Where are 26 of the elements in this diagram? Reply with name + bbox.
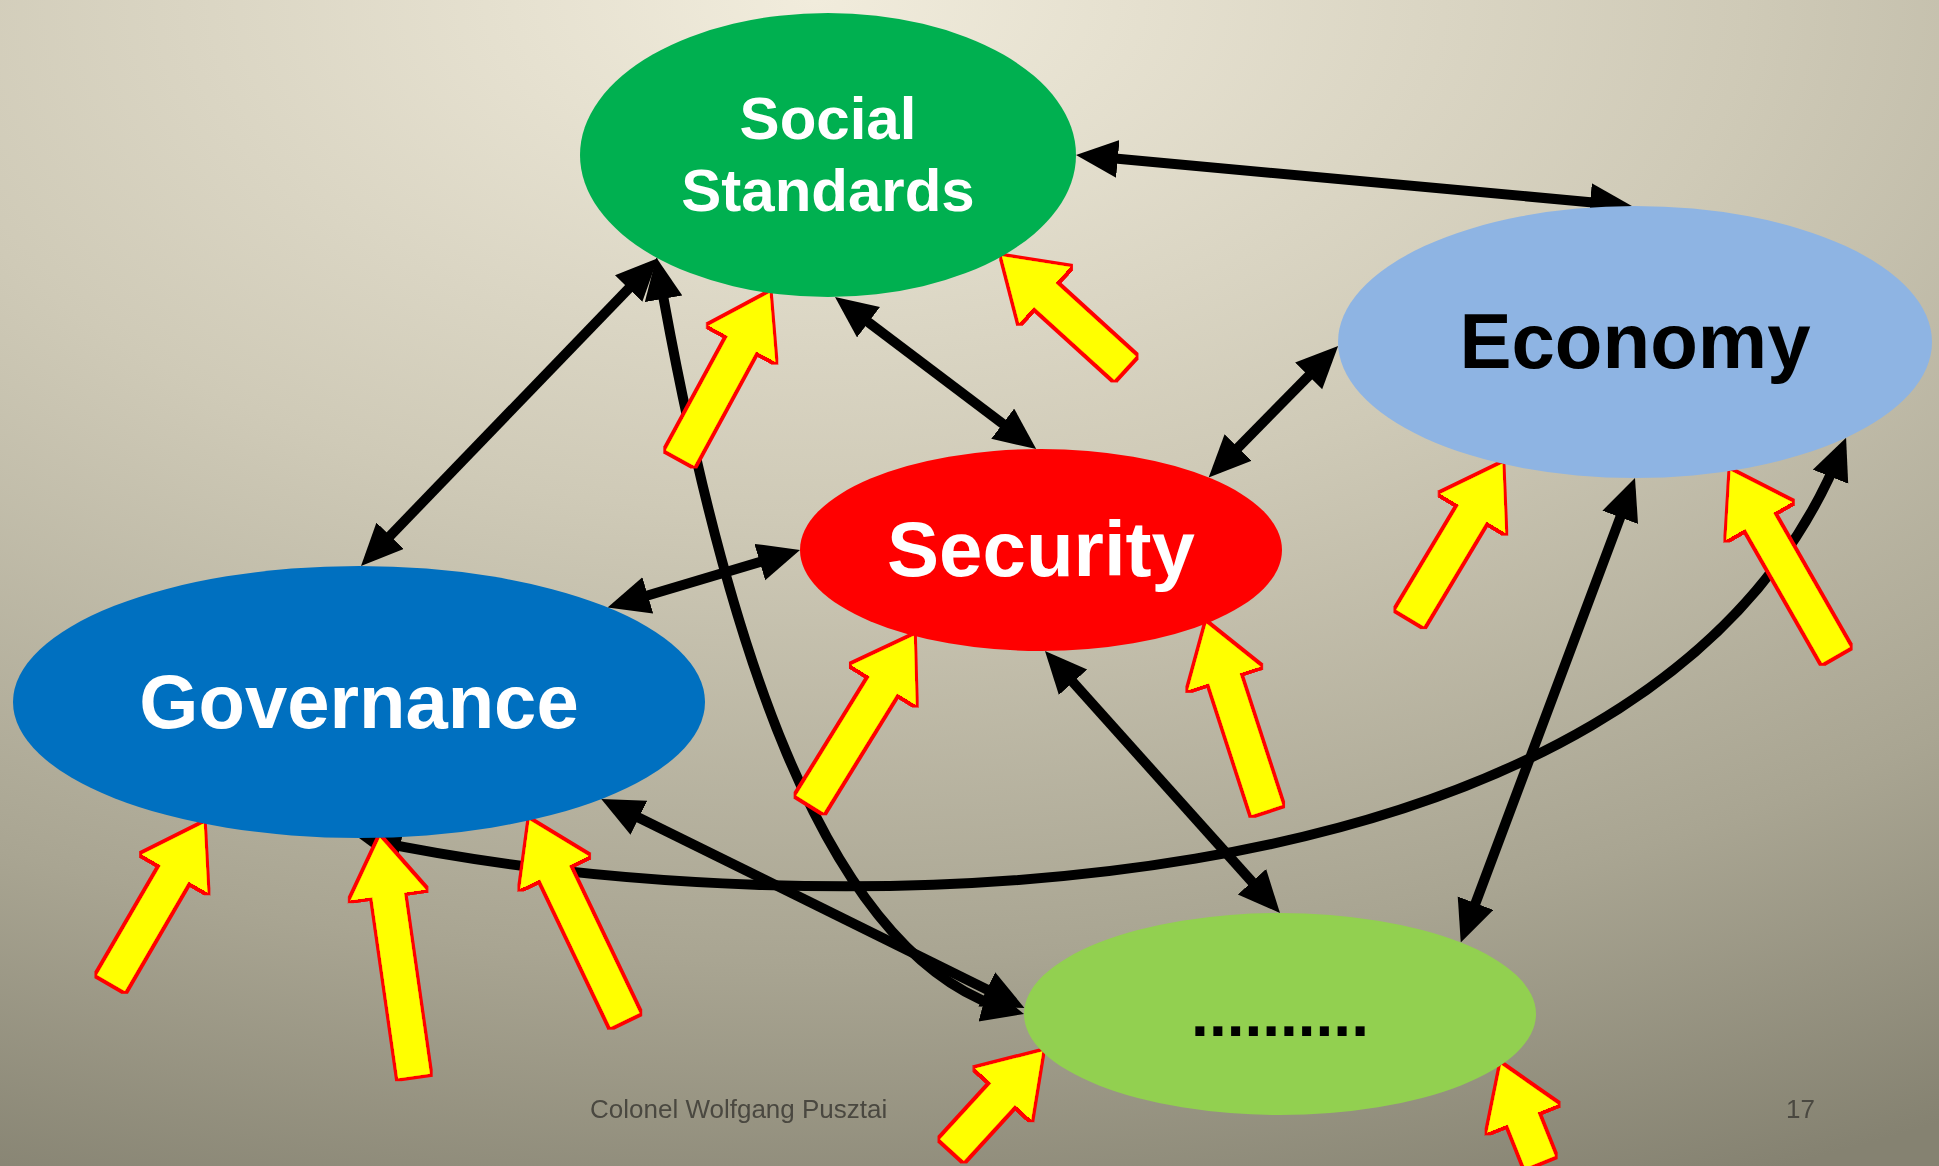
node-label: Security	[887, 504, 1195, 596]
block-arrow	[1726, 470, 1850, 663]
double-arrow	[601, 799, 1025, 1008]
double-arrow	[361, 258, 658, 566]
double-arrow	[1457, 478, 1639, 943]
block-arrow	[1188, 623, 1283, 815]
page-number: 17	[1786, 1094, 1815, 1125]
block-arrow	[1002, 256, 1136, 380]
block-arrow	[1487, 1064, 1558, 1166]
block-arrow	[520, 820, 640, 1027]
double-arrow	[358, 438, 1848, 891]
block-arrow	[796, 635, 916, 813]
double-arrow	[1045, 651, 1280, 913]
node-label: Governance	[139, 658, 579, 747]
block-arrow	[940, 1051, 1043, 1161]
block-arrow	[350, 837, 430, 1079]
footer-text: Colonel Wolfgang Pusztai	[590, 1094, 888, 1125]
block-arrow	[665, 293, 776, 466]
block-arrow	[97, 823, 208, 992]
double-arrow	[1208, 346, 1339, 478]
double-arrow	[835, 296, 1037, 449]
node-label: Social Standards	[680, 84, 976, 226]
block-arrow	[1396, 463, 1506, 627]
node-label: Economy	[1459, 296, 1811, 388]
node-label: ..........	[1191, 976, 1369, 1052]
double-arrow	[607, 543, 800, 614]
